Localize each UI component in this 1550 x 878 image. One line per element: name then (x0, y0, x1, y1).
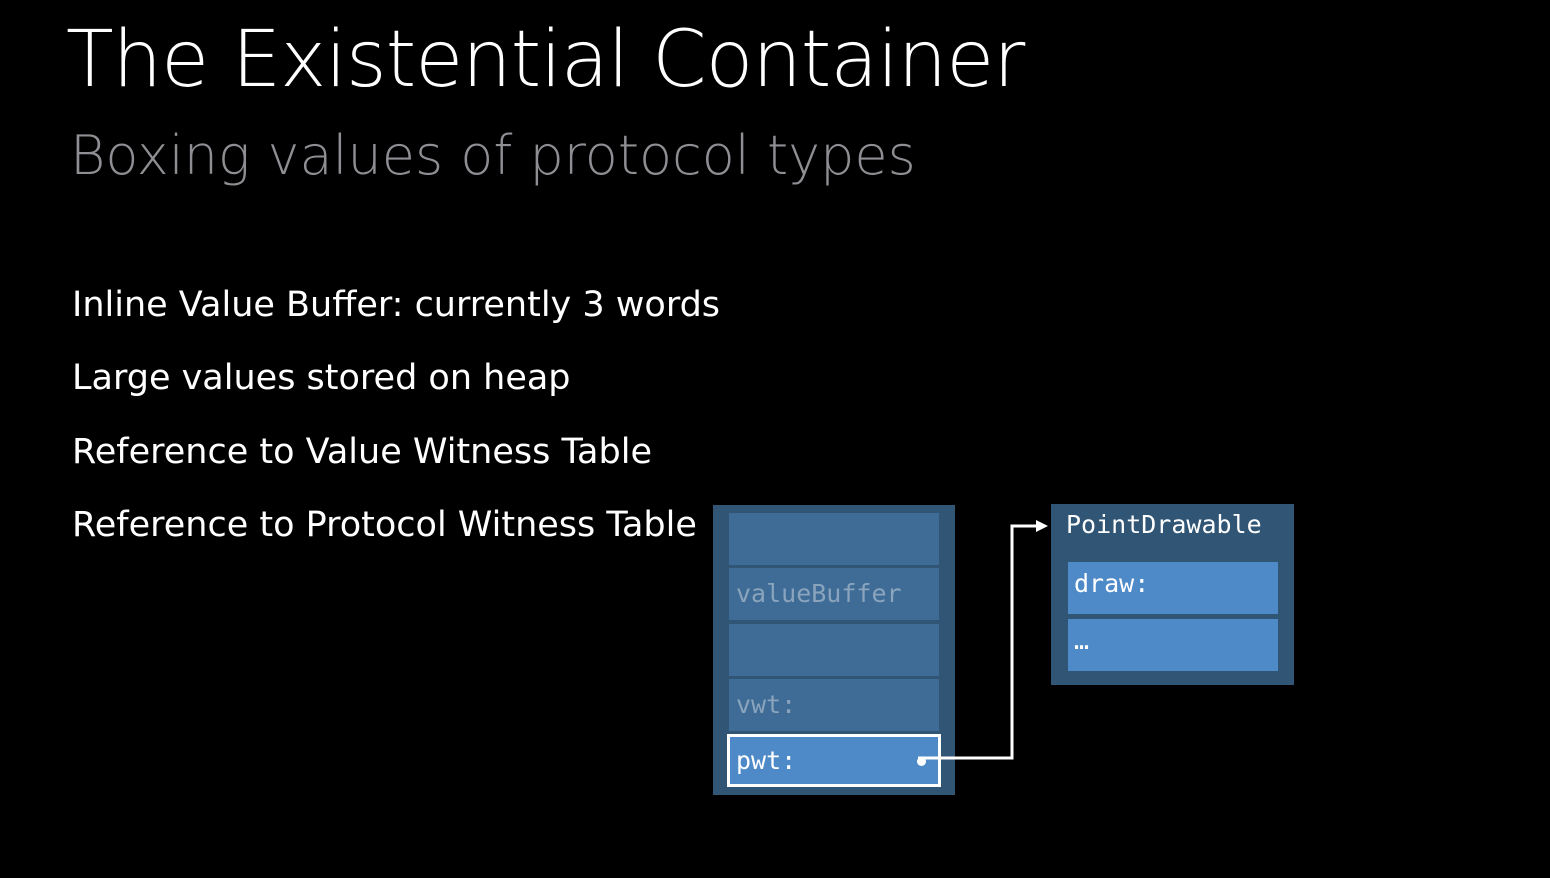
witness-table-entry-more: … (1068, 619, 1278, 671)
pwt-cell: pwt: (727, 734, 941, 787)
bullet-inline-value-buffer: Inline Value Buffer: currently 3 words (72, 285, 721, 325)
pointer-dot-icon (917, 757, 926, 766)
bullet-protocol-witness-table: Reference to Protocol Witness Table (72, 505, 697, 545)
slide-title: The Existential Container (66, 15, 1025, 105)
vwt-cell: vwt: (729, 679, 939, 731)
value-buffer-word-2: valueBuffer (729, 568, 939, 620)
bullet-value-witness-table: Reference to Value Witness Table (72, 432, 652, 472)
slide-subtitle: Boxing values of protocol types (70, 124, 916, 187)
value-buffer-word-1 (729, 513, 939, 565)
bullet-large-values-heap: Large values stored on heap (72, 358, 571, 398)
pwt-label: pwt: (736, 746, 797, 775)
witness-table-title: PointDrawable (1066, 510, 1262, 539)
value-buffer-word-3 (729, 624, 939, 676)
witness-table-entry-draw: draw: (1068, 562, 1278, 614)
existential-container: valueBuffer vwt: pwt: (713, 505, 955, 795)
arrowhead-icon (1036, 520, 1048, 532)
protocol-witness-table: PointDrawable draw: … (1051, 504, 1294, 685)
